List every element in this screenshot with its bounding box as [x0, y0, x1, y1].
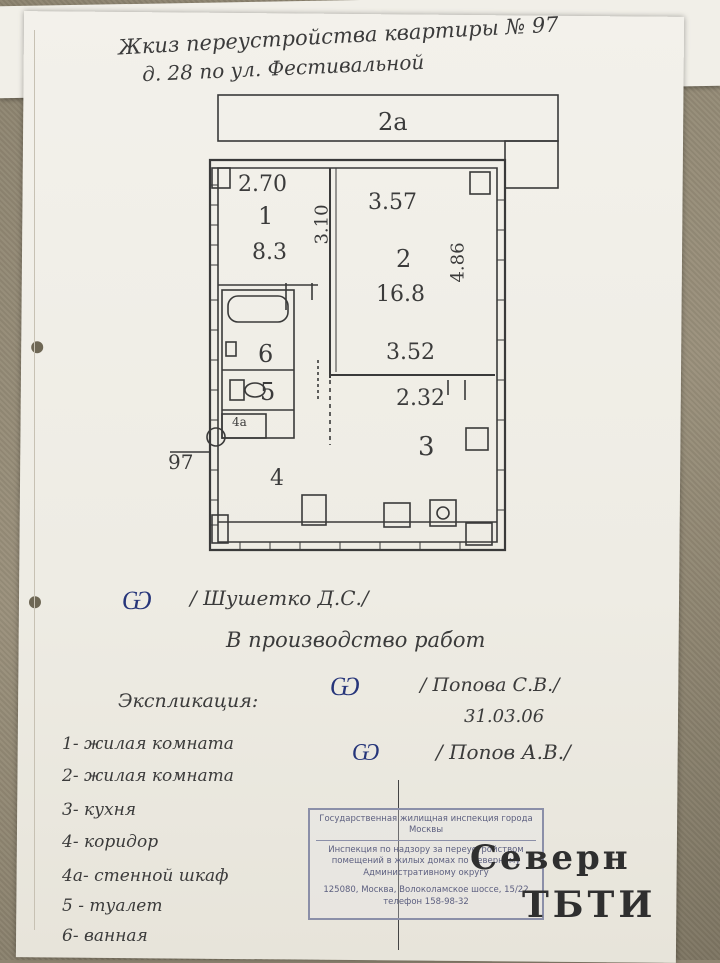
signature-name-2: / Попова С.В./	[420, 674, 560, 696]
apartment-number: 97	[168, 450, 194, 474]
explication-title: Экспликация:	[118, 690, 259, 712]
signature-name-3: / Попов А.В./	[436, 740, 571, 764]
bathroom-number: 6	[258, 340, 274, 368]
room1-width: 2.70	[238, 172, 287, 197]
explication-item: 4а- стенной шкаф	[62, 866, 229, 886]
kitchen-number: 3	[418, 432, 435, 462]
room2-length: 4.86	[447, 242, 469, 283]
stamp-big-text-2: ТБТИ	[522, 884, 657, 926]
toilet-number: 5	[260, 378, 276, 406]
signature-date: 31.03.06	[464, 706, 545, 727]
stamp-line-1: Государственная жилищная инспекция город…	[316, 814, 536, 841]
work-approval-note: В производство работ	[226, 628, 486, 652]
room1-area: 8.3	[252, 240, 287, 265]
room2-bottom-width: 3.52	[386, 340, 435, 365]
stamp-line-2: Инспекция по надзору за переустройством …	[328, 844, 524, 878]
room2-width: 3.57	[368, 190, 417, 215]
punch-hole	[31, 341, 44, 354]
balcony-label: 2а	[378, 108, 408, 136]
room1-number: 1	[258, 202, 274, 230]
explication-item: 2- жилая комната	[62, 766, 234, 786]
corridor-number: 4	[270, 466, 284, 491]
signature-name-1: / Шушетко Д.С./	[190, 586, 369, 610]
signature-scribble-1: Ѡ	[122, 586, 152, 616]
vertical-rule	[398, 780, 399, 950]
explication-item: 6- ванная	[62, 926, 148, 946]
stamp-big-text-1: Северн	[470, 838, 631, 878]
room2-area: 16.8	[376, 282, 425, 307]
kitchen-width: 2.32	[396, 386, 445, 411]
explication-item: 5 - туалет	[62, 896, 163, 916]
closet-number: 4а	[232, 415, 247, 429]
room2-number: 2	[396, 245, 412, 273]
signature-scribble-2: Ѡ	[330, 672, 360, 702]
stamp-line-3: 125080, Москва, Волоколамское шоссе, 15/…	[323, 885, 529, 907]
explication-item: 4- коридор	[62, 832, 159, 852]
inspection-stamp: Государственная жилищная инспекция город…	[308, 808, 544, 920]
explication-item: 1- жилая комната	[62, 734, 234, 754]
explication-item: 3- кухня	[62, 800, 137, 820]
room1-length: 3.10	[311, 204, 333, 245]
signature-scribble-3: Ѡ	[352, 738, 380, 766]
margin-line	[34, 30, 35, 930]
